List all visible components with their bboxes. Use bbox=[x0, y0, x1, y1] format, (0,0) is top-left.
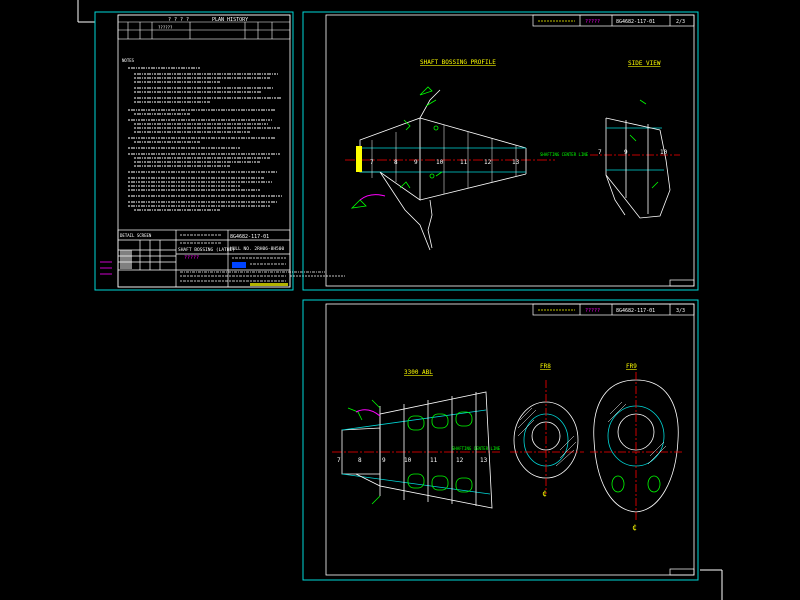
fr9-section bbox=[590, 372, 684, 520]
frame-label: 10 bbox=[660, 149, 668, 156]
profile-magenta-leader bbox=[359, 194, 386, 201]
side-view-frame-numbers: 7 9 10 bbox=[598, 149, 668, 156]
abl-magenta-leader bbox=[355, 409, 381, 417]
top-center-line-label: SHAFTING CENTER LINE bbox=[540, 152, 589, 157]
frame-label: 10 bbox=[404, 457, 412, 464]
frame-label: 8 bbox=[394, 159, 398, 166]
bottom-sheet-number: 3/3 bbox=[676, 308, 685, 314]
frame-label: 9 bbox=[414, 159, 418, 166]
bossing-profile-drawing bbox=[345, 89, 555, 251]
title-block bbox=[117, 229, 291, 288]
left-drawing-no: 8G4682-117-01 bbox=[230, 234, 269, 240]
left-drawing-title: SHAFT BOSSING (LATHE) bbox=[178, 247, 235, 253]
view-title-abl: 3300 ABL bbox=[404, 369, 433, 376]
side-view-drawing bbox=[590, 117, 680, 219]
profile-weld-symbols bbox=[350, 86, 443, 209]
profile-flange-marker bbox=[356, 146, 362, 172]
view-title-profile: SHAFT BOSSING PROFILE bbox=[420, 59, 496, 66]
frame-label: 12 bbox=[456, 457, 464, 464]
corner-marks bbox=[77, 0, 723, 600]
side-tick-marks bbox=[100, 261, 112, 275]
history-title: PLAN HISTORY bbox=[212, 17, 248, 23]
frame-label: 7 bbox=[337, 457, 341, 464]
frame-label: 9 bbox=[624, 149, 628, 156]
sheet-bottom[interactable]: ????? 8G4682-117-01 3/3 3300 ABL FR8 FR9 bbox=[302, 299, 699, 581]
detail-label: DETAIL SCREEN bbox=[120, 233, 152, 238]
notes-text-block bbox=[128, 67, 282, 211]
top-header bbox=[532, 14, 695, 287]
history-marks: ? ? ? ? bbox=[168, 17, 189, 23]
abl-frame-numbers: 7 8 9 10 11 12 13 bbox=[337, 457, 488, 464]
frame-label: 9 bbox=[382, 457, 386, 464]
abl-weld-symbols bbox=[347, 399, 381, 505]
frame-label: 13 bbox=[512, 159, 520, 166]
fr8-hatching bbox=[517, 407, 577, 467]
fr9-hatching bbox=[607, 401, 667, 465]
top-drawing-no: 8G4682-117-01 bbox=[616, 19, 655, 25]
frame-label: 8 bbox=[358, 457, 362, 464]
hull-no: HULL NO. 2RH06-8H500 bbox=[230, 246, 284, 252]
notes-heading: NOTES bbox=[122, 58, 135, 63]
frame-label: 10 bbox=[436, 159, 444, 166]
fr9-cl-mark: ¢ bbox=[632, 523, 637, 532]
frame-label: 11 bbox=[460, 159, 468, 166]
sheet-top[interactable]: ????? 8G4682-117-01 2/3 SHAFT BOSSING PR… bbox=[302, 11, 699, 291]
view-title-fr8: FR8 bbox=[540, 363, 551, 370]
bottom-drawing-no: 8G4682-117-01 bbox=[616, 308, 655, 314]
view-title-side: SIDE VIEW bbox=[628, 60, 661, 67]
profile-frame-lines bbox=[371, 118, 517, 200]
bottom-header bbox=[532, 303, 695, 576]
left-sheet[interactable]: ? ? ? ? PLAN HISTORY ?????? NOTES bbox=[94, 11, 345, 291]
side-view-weld-symbols bbox=[629, 99, 659, 189]
frame-label: 13 bbox=[480, 457, 488, 464]
blue-stamp bbox=[232, 262, 246, 268]
plan-history-table bbox=[117, 14, 291, 40]
top-sheet-number: 2/3 bbox=[676, 19, 685, 25]
yellow-signature bbox=[250, 283, 288, 286]
abl-plan-drawing bbox=[332, 391, 500, 509]
top-magenta-name: ????? bbox=[585, 19, 600, 25]
view-title-fr9: FR9 bbox=[626, 363, 637, 370]
frame-label: 11 bbox=[430, 457, 438, 464]
frame-label: 12 bbox=[484, 159, 492, 166]
title-block-fine-text bbox=[180, 234, 286, 282]
left-magenta-name: ????? bbox=[184, 255, 199, 261]
abl-lightening-holes bbox=[407, 411, 473, 493]
frame-label: 7 bbox=[370, 159, 374, 166]
bottom-center-line-label: SHAFTING CENTER LINE bbox=[452, 446, 501, 451]
bottom-magenta-name: ????? bbox=[585, 308, 600, 314]
revision-fill bbox=[120, 250, 132, 269]
history-row: ?????? bbox=[158, 25, 173, 30]
fr9-lightening-holes bbox=[611, 475, 661, 493]
frame-label: 7 bbox=[598, 149, 602, 156]
profile-frame-numbers: 7 8 9 10 11 12 13 bbox=[370, 159, 520, 166]
fr8-cl-mark: ¢ bbox=[542, 489, 547, 498]
